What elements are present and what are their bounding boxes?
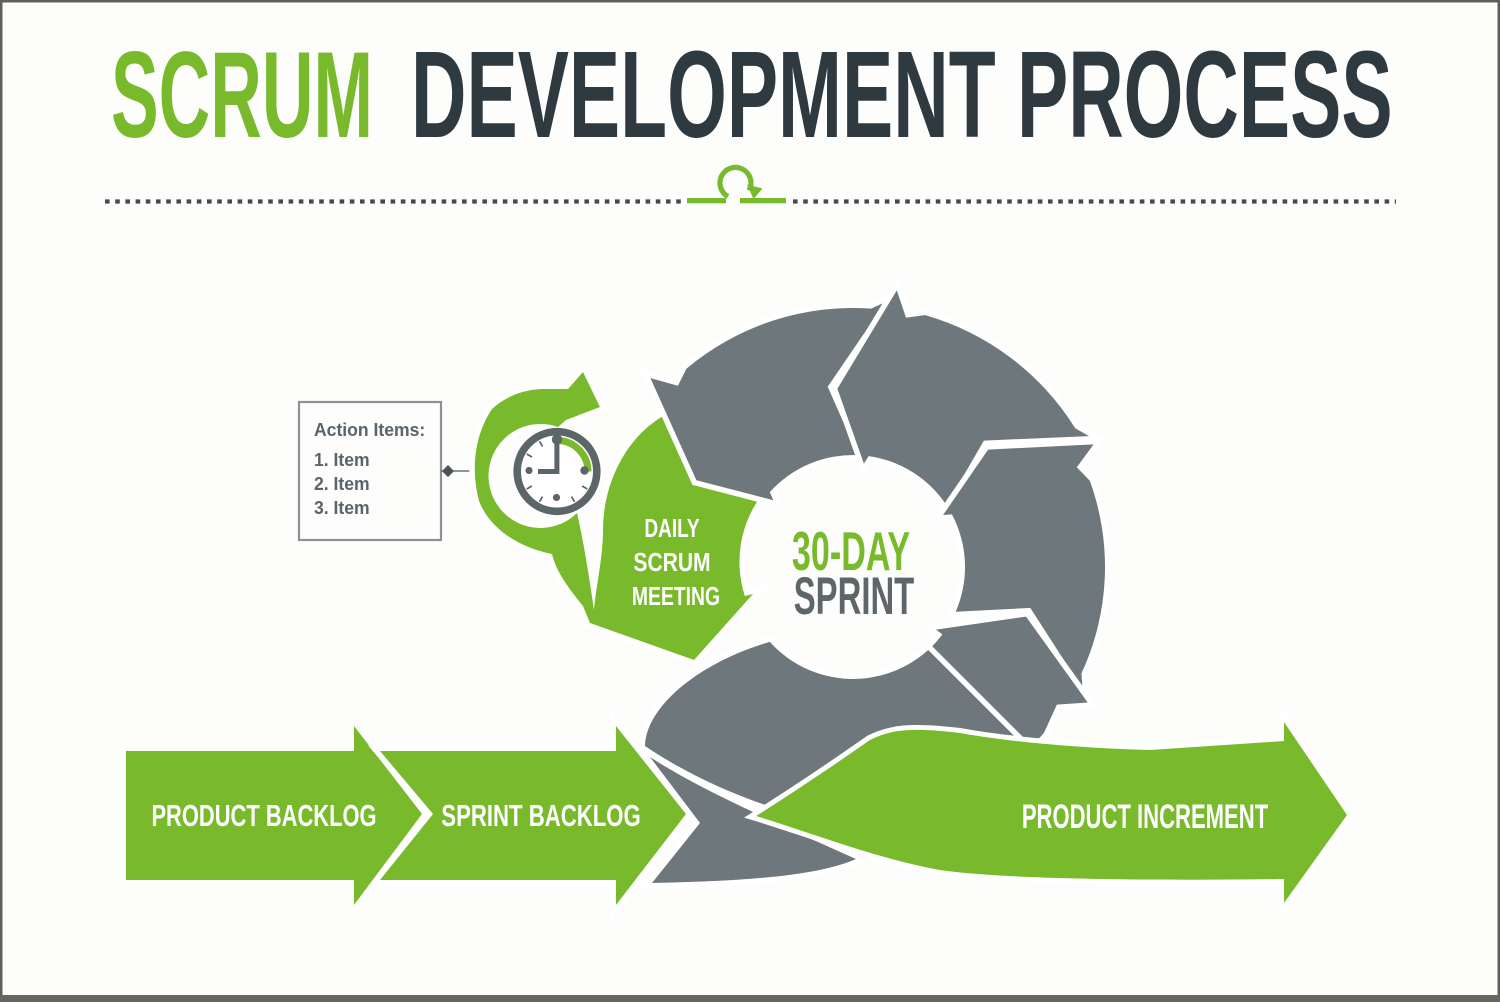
svg-text:3. Item: 3. Item — [314, 498, 370, 519]
svg-text:DAILY: DAILY — [644, 513, 699, 543]
svg-text:1. Item: 1. Item — [314, 450, 370, 471]
svg-text:30-DAY: 30-DAY — [792, 521, 910, 582]
svg-text:PRODUCT BACKLOG: PRODUCT BACKLOG — [151, 798, 376, 833]
svg-text:2. Item: 2. Item — [314, 474, 370, 495]
svg-text:Action Items:: Action Items: — [314, 420, 425, 441]
svg-text:SPRINT: SPRINT — [794, 567, 915, 626]
svg-text:SCRUM: SCRUM — [633, 549, 710, 578]
svg-text:PRODUCT INCREMENT: PRODUCT INCREMENT — [1022, 798, 1269, 836]
svg-text:SCRUM: SCRUM — [111, 27, 373, 164]
svg-text:MEETING: MEETING — [632, 581, 720, 610]
svg-text:SPRINT BACKLOG: SPRINT BACKLOG — [441, 798, 640, 833]
svg-text:DEVELOPMENT PROCESS: DEVELOPMENT PROCESS — [411, 25, 1393, 163]
